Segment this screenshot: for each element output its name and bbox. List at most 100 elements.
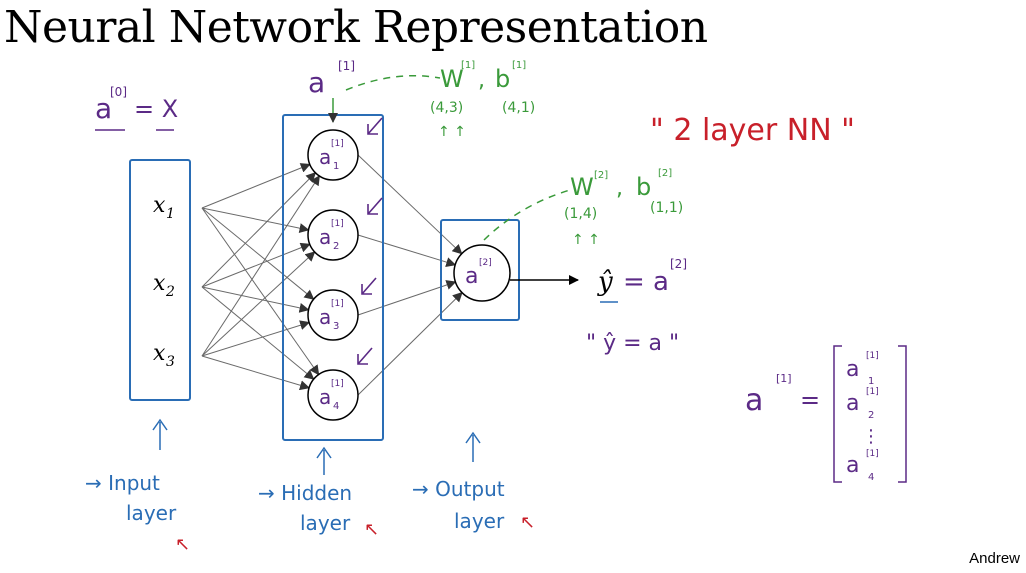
svg-text:,: , xyxy=(478,68,485,93)
svg-text:↖: ↖ xyxy=(175,534,190,555)
output-layer-label: → Output layer ↖ xyxy=(412,477,535,533)
node-circle xyxy=(307,369,359,421)
output-layer-box xyxy=(440,219,520,321)
input-label: x xyxy=(153,271,166,296)
svg-text:= X: = X xyxy=(134,95,178,123)
output-node: a [2] xyxy=(453,244,511,302)
svg-text:[1]: [1] xyxy=(866,387,879,397)
layer-pointer-arrows xyxy=(152,418,481,475)
hidden-vector-note: a [1] = a [1] 1 a [1] 2 ⋮ a [1] 4 xyxy=(745,345,907,483)
edge-input3-hidden4 xyxy=(201,355,310,391)
node-superscript: [2] xyxy=(479,258,492,268)
yhat-quote-note: " ŷ = a " xyxy=(586,331,679,356)
node-label: a xyxy=(319,385,331,409)
svg-text:[1]: [1] xyxy=(461,60,475,71)
edge-hidden1-output xyxy=(357,154,463,255)
svg-text:↑ ↑: ↑ ↑ xyxy=(572,232,600,248)
svg-text:[2]: [2] xyxy=(594,170,608,181)
hidden-node-2: a [1] 2 xyxy=(307,209,359,261)
svg-text:a: a xyxy=(846,357,859,382)
svg-text:W: W xyxy=(440,65,464,93)
edge-hidden2-output xyxy=(357,234,457,267)
svg-text:(4,1): (4,1) xyxy=(502,100,535,116)
edge-input1-hidden4 xyxy=(201,207,320,376)
svg-text:a: a xyxy=(308,66,325,99)
a0-equals-x-note: a [0] = X xyxy=(95,85,178,131)
edge-input1-hidden1 xyxy=(201,163,311,209)
svg-text:= a: = a xyxy=(623,267,669,297)
edge-input2-hidden2 xyxy=(201,242,311,288)
hidden-node-pointers xyxy=(357,117,383,365)
edge-hidden3-output xyxy=(357,280,457,316)
node-circle xyxy=(453,244,511,302)
edge-input2-hidden1 xyxy=(201,172,317,288)
svg-text:a: a xyxy=(846,391,859,416)
slide-title: Neural Network Representation xyxy=(4,2,708,53)
hidden-node-1: a [1] 1 xyxy=(307,129,359,181)
input-subscript: 3 xyxy=(166,354,175,370)
node-circle xyxy=(307,289,359,341)
input-layer-label: → Input layer ↖ xyxy=(85,471,190,555)
svg-text:a: a xyxy=(846,453,859,478)
svg-text:[1]: [1] xyxy=(512,60,526,71)
svg-text:(1,1): (1,1) xyxy=(650,200,683,216)
svg-text:2: 2 xyxy=(868,410,874,421)
node-label: a xyxy=(319,225,331,249)
edge-input3-hidden3 xyxy=(201,320,311,357)
node-circle xyxy=(307,209,359,261)
input-layer-box xyxy=(129,159,191,401)
input-node-3: x 3 xyxy=(153,341,175,370)
svg-text:layer: layer xyxy=(454,509,505,533)
node-superscript: [1] xyxy=(331,379,344,389)
network-edges xyxy=(201,154,463,396)
svg-text:4: 4 xyxy=(868,472,874,483)
node-subscript: 3 xyxy=(333,321,339,332)
edge-input1-hidden2 xyxy=(201,207,310,234)
svg-text:b: b xyxy=(636,173,651,201)
input-label: x xyxy=(153,341,166,366)
node-label: a xyxy=(465,264,478,289)
svg-text:layer: layer xyxy=(300,511,351,535)
w1-b1-note: W [1] , b [1] (4,3) (4,1) ↑ ↑ xyxy=(345,60,535,140)
node-circle xyxy=(307,129,359,181)
svg-text:→ Input: → Input xyxy=(85,471,160,495)
svg-text:→ Output: → Output xyxy=(412,477,505,501)
svg-text:↖: ↖ xyxy=(520,512,535,533)
svg-text:W: W xyxy=(570,173,594,201)
input-node-2: x 2 xyxy=(153,271,175,300)
svg-text:ŷ: ŷ xyxy=(597,267,613,297)
svg-text:=: = xyxy=(800,386,820,414)
input-label: x xyxy=(153,193,166,218)
hidden-nodes: a [1] 1 a [1] 2 a [1] 3 a [1] 4 xyxy=(307,129,359,421)
yhat-equation: ŷ = a [2] xyxy=(597,257,687,303)
hidden-node-4: a [1] 4 xyxy=(307,369,359,421)
input-node-1: x 1 xyxy=(153,193,175,222)
svg-text:(1,4): (1,4) xyxy=(564,206,597,222)
svg-text:⋮: ⋮ xyxy=(862,426,880,447)
edge-input3-hidden1 xyxy=(201,175,320,357)
svg-text:↖: ↖ xyxy=(364,519,379,540)
svg-text:[0]: [0] xyxy=(110,85,127,99)
author-credit: Andrew xyxy=(969,550,1020,567)
node-subscript: 4 xyxy=(333,401,339,412)
svg-text:[1]: [1] xyxy=(776,372,792,385)
edge-input2-hidden3 xyxy=(201,286,310,313)
node-subscript: 2 xyxy=(333,241,339,252)
svg-text:[2]: [2] xyxy=(658,168,672,179)
svg-text:↑ ↑: ↑ ↑ xyxy=(438,124,466,140)
two-layer-nn-note: " 2 layer NN " xyxy=(650,113,855,148)
node-superscript: [1] xyxy=(331,299,344,309)
svg-text:a: a xyxy=(95,92,112,125)
svg-text:[2]: [2] xyxy=(670,257,687,271)
svg-text:layer: layer xyxy=(126,501,177,525)
edge-input2-hidden4 xyxy=(201,286,315,380)
w2-b2-note: W [2] , b [2] (1,4) (1,1) ↑ ↑ xyxy=(483,168,683,248)
input-subscript: 1 xyxy=(166,206,175,222)
svg-text:→ Hidden: → Hidden xyxy=(258,481,352,505)
node-subscript: 1 xyxy=(333,161,339,172)
svg-text:b: b xyxy=(495,65,510,93)
node-label: a xyxy=(319,305,331,329)
svg-text:a: a xyxy=(745,383,763,418)
